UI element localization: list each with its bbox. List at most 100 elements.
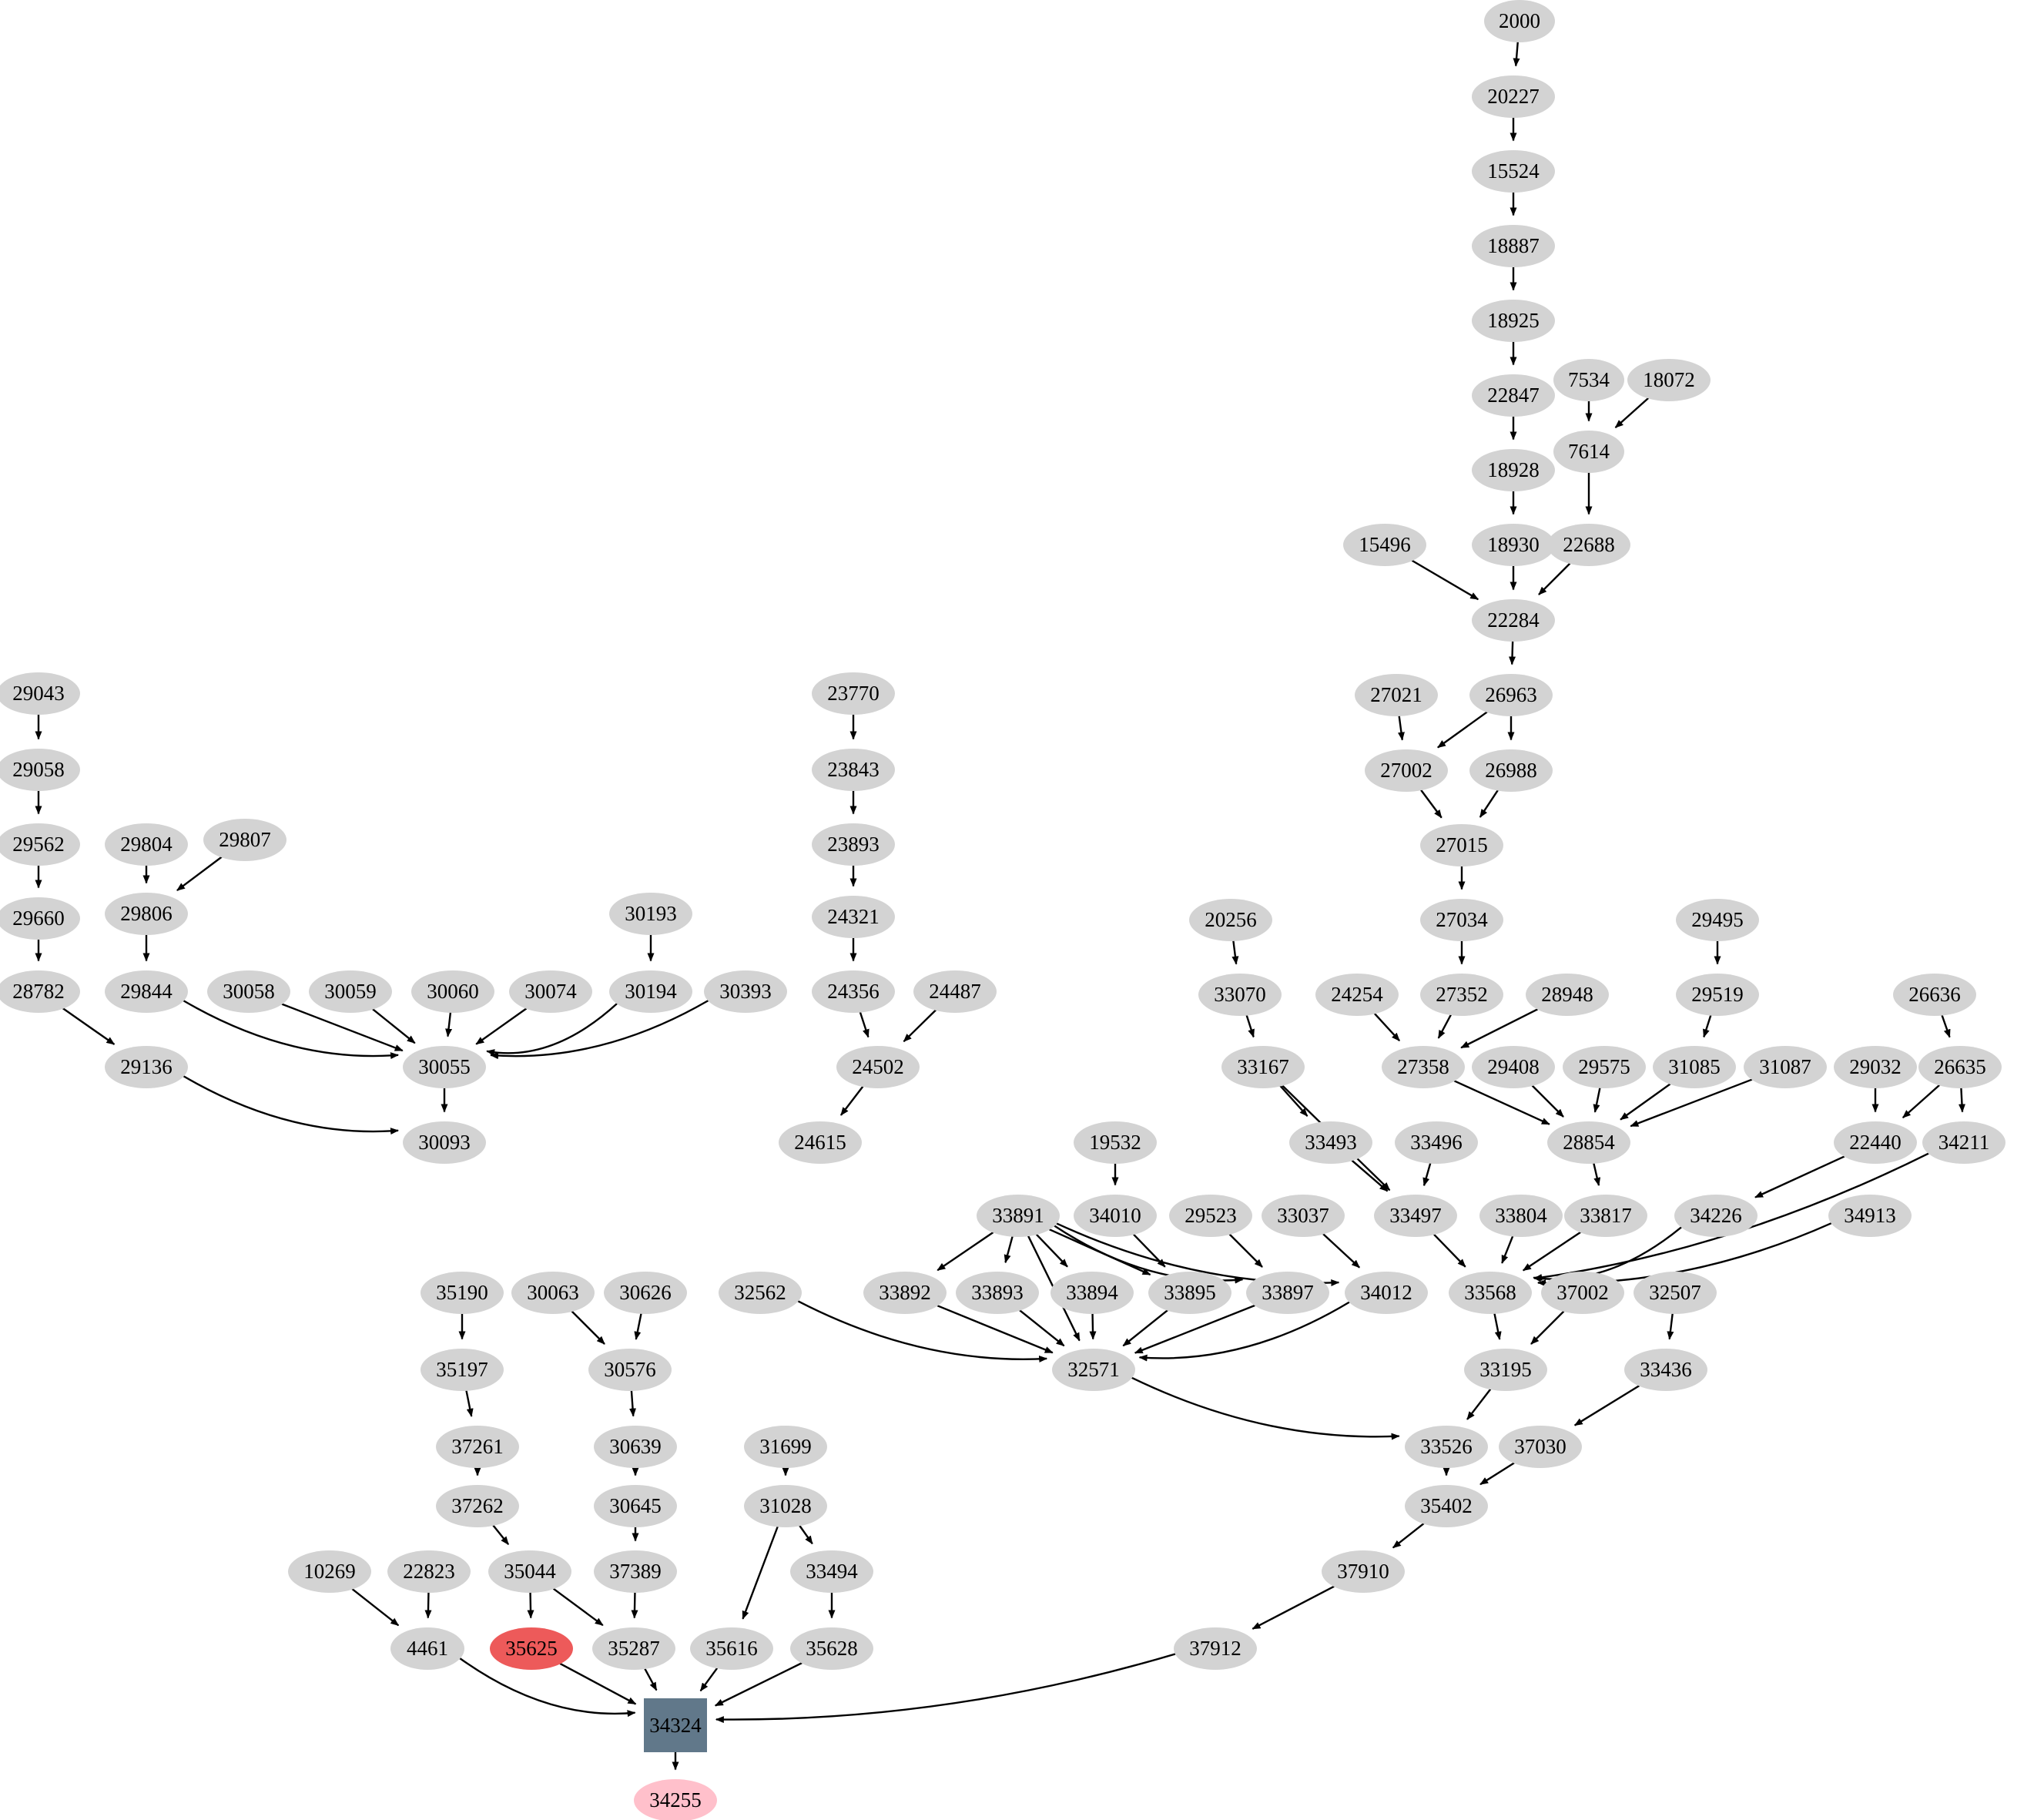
graph-node-33568[interactable]: 33568 <box>1449 1271 1532 1314</box>
graph-node-33526[interactable]: 33526 <box>1405 1425 1488 1468</box>
graph-node-29043[interactable]: 29043 <box>0 672 80 715</box>
graph-node-29804[interactable]: 29804 <box>105 823 188 866</box>
graph-node-35287[interactable]: 35287 <box>592 1627 675 1670</box>
graph-node-26963[interactable]: 26963 <box>1469 673 1553 716</box>
graph-node-30626[interactable]: 30626 <box>604 1271 687 1314</box>
graph-node-2000[interactable]: 2000 <box>1484 0 1555 42</box>
graph-node-37261[interactable]: 37261 <box>436 1425 519 1468</box>
graph-node-35044[interactable]: 35044 <box>488 1550 571 1593</box>
graph-node-29519[interactable]: 29519 <box>1676 973 1759 1016</box>
graph-node-27034[interactable]: 27034 <box>1420 898 1503 941</box>
graph-node-34913[interactable]: 34913 <box>1828 1194 1912 1237</box>
graph-node-22688[interactable]: 22688 <box>1547 523 1630 566</box>
graph-node-28948[interactable]: 28948 <box>1526 973 1609 1016</box>
graph-node-37002[interactable]: 37002 <box>1541 1271 1624 1314</box>
graph-node-33070[interactable]: 33070 <box>1198 973 1282 1016</box>
graph-node-29575[interactable]: 29575 <box>1563 1045 1646 1088</box>
graph-node-37910[interactable]: 37910 <box>1322 1550 1405 1593</box>
graph-node-29807[interactable]: 29807 <box>203 818 286 861</box>
graph-node-30393[interactable]: 30393 <box>704 970 787 1013</box>
graph-node-30093[interactable]: 30093 <box>403 1121 486 1164</box>
graph-node-32571[interactable]: 32571 <box>1052 1348 1135 1391</box>
graph-node-18887[interactable]: 18887 <box>1472 224 1555 267</box>
graph-node-34324[interactable]: 34324 <box>644 1698 707 1752</box>
graph-node-26988[interactable]: 26988 <box>1469 749 1553 792</box>
graph-node-30193[interactable]: 30193 <box>609 892 692 935</box>
graph-node-33891[interactable]: 33891 <box>977 1194 1060 1237</box>
graph-node-15496[interactable]: 15496 <box>1343 523 1426 566</box>
graph-node-35402[interactable]: 35402 <box>1405 1484 1488 1527</box>
graph-node-27021[interactable]: 27021 <box>1355 673 1438 716</box>
graph-node-22284[interactable]: 22284 <box>1472 598 1555 642</box>
graph-node-34255[interactable]: 34255 <box>634 1778 717 1820</box>
graph-node-23770[interactable]: 23770 <box>812 672 895 715</box>
graph-node-29806[interactable]: 29806 <box>105 892 188 935</box>
graph-node-34010[interactable]: 34010 <box>1074 1194 1157 1237</box>
graph-node-30063[interactable]: 30063 <box>511 1271 595 1314</box>
graph-node-29032[interactable]: 29032 <box>1834 1045 1917 1088</box>
graph-node-30058[interactable]: 30058 <box>207 970 290 1013</box>
graph-node-29844[interactable]: 29844 <box>105 970 188 1013</box>
graph-node-35625[interactable]: 35625 <box>490 1627 573 1670</box>
graph-node-32562[interactable]: 32562 <box>719 1271 802 1314</box>
graph-node-30055[interactable]: 30055 <box>403 1045 486 1088</box>
graph-node-28782[interactable]: 28782 <box>0 970 80 1013</box>
graph-node-33496[interactable]: 33496 <box>1395 1121 1478 1164</box>
graph-node-35190[interactable]: 35190 <box>421 1271 504 1314</box>
graph-node-20227[interactable]: 20227 <box>1472 75 1555 118</box>
graph-node-34226[interactable]: 34226 <box>1674 1194 1758 1237</box>
graph-node-30074[interactable]: 30074 <box>509 970 592 1013</box>
graph-node-35197[interactable]: 35197 <box>421 1348 504 1391</box>
graph-node-37030[interactable]: 37030 <box>1499 1425 1582 1468</box>
graph-node-18925[interactable]: 18925 <box>1472 299 1555 342</box>
graph-node-18930[interactable]: 18930 <box>1472 523 1555 566</box>
graph-node-33894[interactable]: 33894 <box>1050 1271 1134 1314</box>
graph-node-30059[interactable]: 30059 <box>309 970 392 1013</box>
graph-node-35616[interactable]: 35616 <box>690 1627 773 1670</box>
graph-node-29058[interactable]: 29058 <box>0 748 80 791</box>
graph-node-32507[interactable]: 32507 <box>1634 1271 1717 1314</box>
graph-node-24502[interactable]: 24502 <box>836 1045 920 1088</box>
graph-node-37389[interactable]: 37389 <box>594 1550 677 1593</box>
graph-node-15524[interactable]: 15524 <box>1472 149 1555 193</box>
graph-node-23893[interactable]: 23893 <box>812 823 895 866</box>
graph-node-27358[interactable]: 27358 <box>1382 1045 1465 1088</box>
graph-node-29136[interactable]: 29136 <box>105 1045 188 1088</box>
graph-node-24356[interactable]: 24356 <box>812 970 895 1013</box>
graph-node-34211[interactable]: 34211 <box>1922 1121 2005 1164</box>
graph-node-29562[interactable]: 29562 <box>0 823 80 866</box>
graph-node-29408[interactable]: 29408 <box>1472 1045 1555 1088</box>
graph-node-24487[interactable]: 24487 <box>913 970 997 1013</box>
graph-node-24321[interactable]: 24321 <box>812 895 895 938</box>
graph-node-33895[interactable]: 33895 <box>1148 1271 1231 1314</box>
graph-node-7614[interactable]: 7614 <box>1553 430 1624 473</box>
graph-node-33892[interactable]: 33892 <box>863 1271 947 1314</box>
graph-node-30645[interactable]: 30645 <box>594 1484 677 1527</box>
graph-node-29523[interactable]: 29523 <box>1169 1194 1252 1237</box>
graph-node-31085[interactable]: 31085 <box>1653 1045 1736 1088</box>
graph-node-31087[interactable]: 31087 <box>1744 1045 1827 1088</box>
graph-node-4461[interactable]: 4461 <box>390 1627 464 1670</box>
graph-node-34012[interactable]: 34012 <box>1345 1271 1428 1314</box>
graph-node-19532[interactable]: 19532 <box>1074 1121 1157 1164</box>
graph-node-28854[interactable]: 28854 <box>1547 1121 1630 1164</box>
graph-node-23843[interactable]: 23843 <box>812 748 895 791</box>
graph-node-18072[interactable]: 18072 <box>1627 358 1711 401</box>
graph-node-30194[interactable]: 30194 <box>609 970 692 1013</box>
graph-node-26636[interactable]: 26636 <box>1893 973 1976 1016</box>
graph-node-27002[interactable]: 27002 <box>1365 749 1448 792</box>
graph-node-33893[interactable]: 33893 <box>956 1271 1039 1314</box>
graph-node-24254[interactable]: 24254 <box>1315 973 1399 1016</box>
graph-node-24615[interactable]: 24615 <box>779 1121 862 1164</box>
graph-node-29495[interactable]: 29495 <box>1676 898 1759 941</box>
graph-node-22847[interactable]: 22847 <box>1472 374 1555 417</box>
graph-node-27015[interactable]: 27015 <box>1420 823 1503 866</box>
graph-node-31699[interactable]: 31699 <box>744 1425 827 1468</box>
graph-node-30060[interactable]: 30060 <box>411 970 494 1013</box>
graph-node-33493[interactable]: 33493 <box>1289 1121 1372 1164</box>
graph-node-33167[interactable]: 33167 <box>1221 1045 1305 1088</box>
graph-node-33436[interactable]: 33436 <box>1624 1348 1707 1391</box>
graph-node-33195[interactable]: 33195 <box>1464 1348 1547 1391</box>
graph-node-30639[interactable]: 30639 <box>594 1425 677 1468</box>
graph-node-33494[interactable]: 33494 <box>790 1550 873 1593</box>
